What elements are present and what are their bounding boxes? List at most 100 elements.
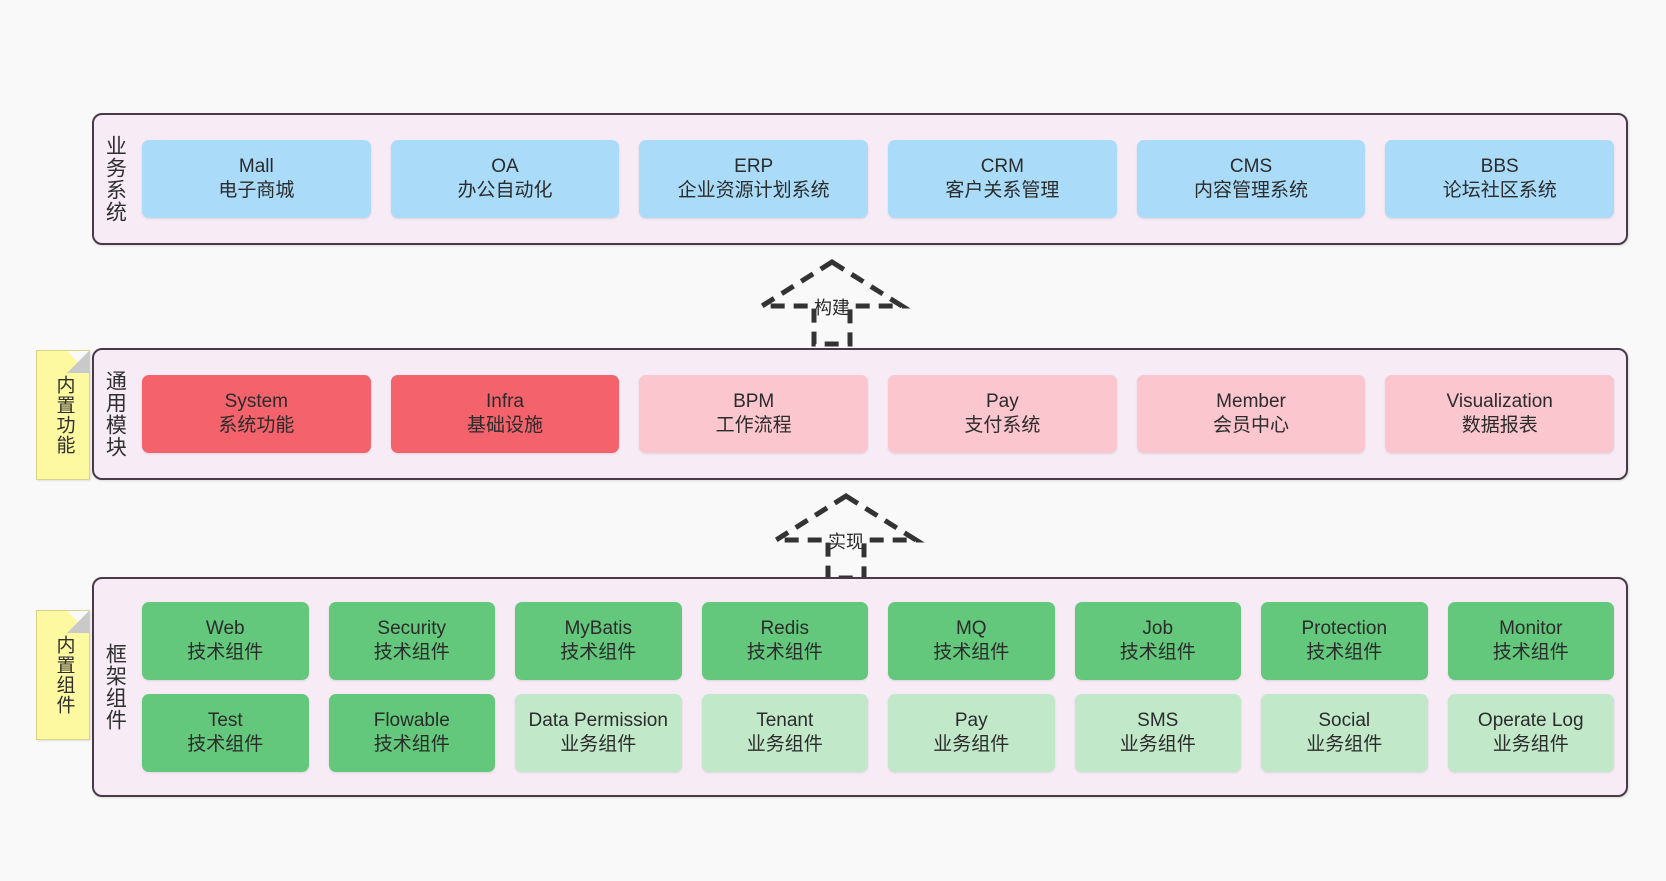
card-subtitle: 技术组件 xyxy=(187,642,264,663)
card-subtitle: 会员中心 xyxy=(1213,415,1290,436)
card-row: System 系统功能 Infra 基础设施 BPM 工作流程 Pay 支付系统… xyxy=(142,375,1615,453)
layer-framework-components: 框架组件 Web 技术组件 Security 技术组件 MyBatis 技术组件… xyxy=(92,577,1628,797)
card-subtitle: 业务组件 xyxy=(746,734,823,755)
card-title: Visualization xyxy=(1446,391,1553,413)
card-infra[interactable]: Infra 基础设施 xyxy=(390,375,620,453)
card-row: Test 技术组件 Flowable 技术组件 Data Permission … xyxy=(142,694,1614,772)
card-redis[interactable]: Redis 技术组件 xyxy=(701,602,868,680)
card-visualization[interactable]: Visualization 数据报表 xyxy=(1385,375,1615,453)
card-subtitle: 内容管理系统 xyxy=(1194,180,1309,201)
card-subtitle: 业务组件 xyxy=(933,734,1010,755)
note-builtin-components: 内置组件 xyxy=(36,610,90,740)
card-pay-business[interactable]: Pay 业务组件 xyxy=(888,694,1055,772)
card-title: Infra xyxy=(485,391,525,413)
card-monitor[interactable]: Monitor 技术组件 xyxy=(1447,602,1614,680)
card-title: BPM xyxy=(733,391,775,413)
card-title: Web xyxy=(205,618,245,640)
card-title: Job xyxy=(1142,618,1174,640)
card-title: Monitor xyxy=(1499,618,1563,640)
card-subtitle: 技术组件 xyxy=(1119,642,1196,663)
card-title: Social xyxy=(1318,710,1371,732)
card-title: Member xyxy=(1216,391,1286,413)
card-protection[interactable]: Protection 技术组件 xyxy=(1261,602,1428,680)
layer-items-business-systems: Mall 电子商城 OA 办公自动化 ERP 企业资源计划系统 CRM 客户关系… xyxy=(134,115,1626,243)
layer-label-common-modules: 通用模块 xyxy=(103,370,127,458)
card-erp[interactable]: ERP 企业资源计划系统 xyxy=(639,140,869,218)
layer-items-framework-components: Web 技术组件 Security 技术组件 MyBatis 技术组件 Redi… xyxy=(134,579,1626,795)
card-subtitle: 业务组件 xyxy=(560,734,637,755)
card-subtitle: 企业资源计划系统 xyxy=(677,180,830,201)
card-subtitle: 技术组件 xyxy=(746,642,823,663)
card-subtitle: 论坛社区系统 xyxy=(1442,180,1557,201)
card-subtitle: 办公自动化 xyxy=(457,180,553,201)
card-title: Operate Log xyxy=(1477,710,1584,732)
card-pay[interactable]: Pay 支付系统 xyxy=(888,375,1117,453)
card-operate-log[interactable]: Operate Log 业务组件 xyxy=(1447,694,1614,772)
card-title: CRM xyxy=(980,156,1024,178)
card-title: Data Permission xyxy=(528,710,668,732)
card-title: System xyxy=(224,391,289,413)
card-row: Web 技术组件 Security 技术组件 MyBatis 技术组件 Redi… xyxy=(142,602,1614,680)
relation-arrow-implement: 实现 xyxy=(766,492,926,582)
card-security[interactable]: Security 技术组件 xyxy=(328,602,495,680)
card-sms[interactable]: SMS 业务组件 xyxy=(1074,694,1241,772)
card-subtitle: 技术组件 xyxy=(373,642,450,663)
card-subtitle: 技术组件 xyxy=(560,642,637,663)
relation-label-build: 构建 xyxy=(814,298,850,318)
card-subtitle: 电子商城 xyxy=(218,180,295,201)
card-mq[interactable]: MQ 技术组件 xyxy=(888,602,1055,680)
card-title: Tenant xyxy=(756,710,814,732)
card-subtitle: 技术组件 xyxy=(187,734,264,755)
layer-label-business-systems: 业务系统 xyxy=(103,135,127,223)
card-row: Mall 电子商城 OA 办公自动化 ERP 企业资源计划系统 CRM 客户关系… xyxy=(142,140,1615,218)
relation-arrow-build: 构建 xyxy=(752,258,912,348)
card-title: Mall xyxy=(238,156,274,178)
note-builtin-functions: 内置功能 xyxy=(36,350,90,480)
card-subtitle: 技术组件 xyxy=(373,734,450,755)
dashed-hollow-arrow-up-icon xyxy=(753,259,911,347)
card-title: Pay xyxy=(954,710,988,732)
card-subtitle: 技术组件 xyxy=(1306,642,1383,663)
card-mall[interactable]: Mall 电子商城 xyxy=(142,140,371,218)
card-flowable[interactable]: Flowable 技术组件 xyxy=(328,694,495,772)
card-web[interactable]: Web 技术组件 xyxy=(142,602,309,680)
card-oa[interactable]: OA 办公自动化 xyxy=(390,140,620,218)
card-subtitle: 数据报表 xyxy=(1461,415,1538,436)
card-subtitle: 业务组件 xyxy=(1306,734,1383,755)
card-system[interactable]: System 系统功能 xyxy=(142,375,371,453)
card-data-permission[interactable]: Data Permission 业务组件 xyxy=(515,694,682,772)
card-subtitle: 客户关系管理 xyxy=(945,180,1060,201)
layer-common-modules: 通用模块 System 系统功能 Infra 基础设施 BPM 工作流程 Pay… xyxy=(92,348,1628,480)
card-title: Flowable xyxy=(373,710,450,732)
card-mybatis[interactable]: MyBatis 技术组件 xyxy=(515,602,682,680)
card-cms[interactable]: CMS 内容管理系统 xyxy=(1136,140,1366,218)
card-bbs[interactable]: BBS 论坛社区系统 xyxy=(1385,140,1615,218)
card-title: BBS xyxy=(1480,156,1519,178)
card-title: MQ xyxy=(955,618,987,640)
card-subtitle: 基础设施 xyxy=(467,415,544,436)
card-bpm[interactable]: BPM 工作流程 xyxy=(639,375,869,453)
card-subtitle: 技术组件 xyxy=(1492,642,1569,663)
card-title: Protection xyxy=(1301,618,1388,640)
card-job[interactable]: Job 技术组件 xyxy=(1074,602,1241,680)
card-title: MyBatis xyxy=(564,618,633,640)
layer-business-systems: 业务系统 Mall 电子商城 OA 办公自动化 ERP 企业资源计划系统 CRM… xyxy=(92,113,1628,245)
card-title: Security xyxy=(377,618,447,640)
note-text: 内置组件 xyxy=(53,635,75,715)
card-subtitle: 业务组件 xyxy=(1119,734,1196,755)
note-fold-corner-icon xyxy=(67,351,89,373)
card-test[interactable]: Test 技术组件 xyxy=(142,694,309,772)
card-title: OA xyxy=(491,156,519,178)
card-social[interactable]: Social 业务组件 xyxy=(1261,694,1428,772)
card-title: ERP xyxy=(734,156,774,178)
layer-label-framework-components: 框架组件 xyxy=(103,643,127,731)
card-member[interactable]: Member 会员中心 xyxy=(1136,375,1366,453)
card-crm[interactable]: CRM 客户关系管理 xyxy=(888,140,1117,218)
card-subtitle: 工作流程 xyxy=(715,415,792,436)
note-text: 内置功能 xyxy=(53,375,75,455)
note-fold-corner-icon xyxy=(67,611,89,633)
card-subtitle: 业务组件 xyxy=(1492,734,1569,755)
card-title: Redis xyxy=(760,618,810,640)
card-tenant[interactable]: Tenant 业务组件 xyxy=(701,694,868,772)
